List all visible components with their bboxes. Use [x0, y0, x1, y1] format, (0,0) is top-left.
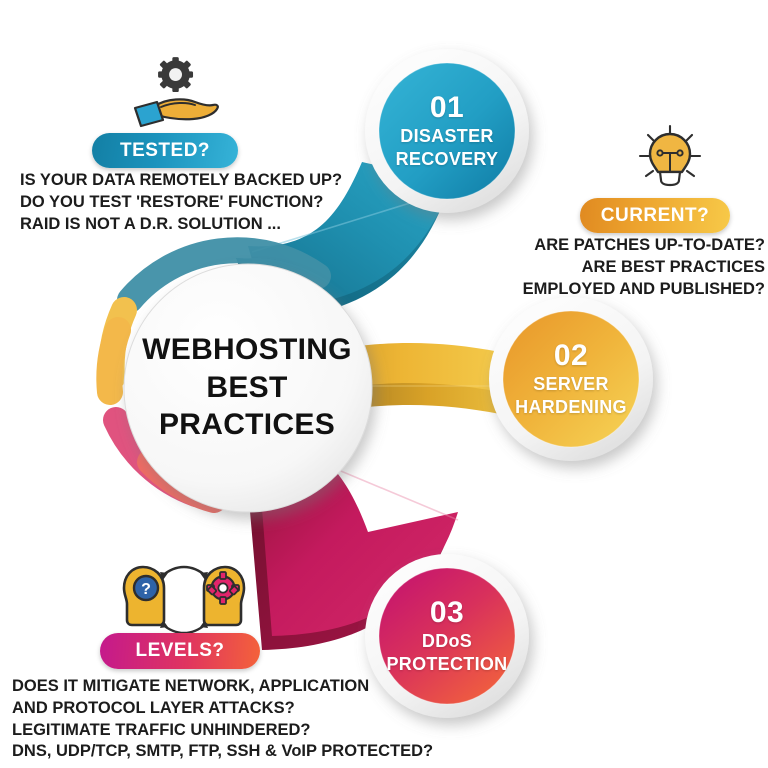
svg-text:?: ?: [141, 581, 151, 598]
arc-teal: [117, 237, 331, 313]
pill-levels[interactable]: LEVELS?: [100, 633, 260, 669]
center-node[interactable]: [123, 263, 373, 513]
node-circle-03[interactable]: [365, 554, 529, 718]
arc-yellow-2: [96, 317, 131, 405]
two-heads-exchange-icon: ?: [122, 565, 246, 635]
callout-body-tested: IS YOUR DATA REMOTELY BACKED UP? DO YOU …: [20, 171, 343, 233]
callout-body-levels: DOES IT MITIGATE NETWORK, APPLICATION AN…: [12, 677, 434, 761]
pill-current[interactable]: CURRENT?: [580, 198, 730, 233]
node-circle-02[interactable]: [489, 297, 653, 461]
hand-holding-gear-icon: [133, 57, 219, 128]
callout-body-current: ARE PATCHES UP-TO-DATE? ARE BEST PRACTIC…: [522, 236, 765, 298]
node-circle-01[interactable]: [365, 49, 529, 213]
pill-tested[interactable]: TESTED?: [92, 133, 238, 168]
lightbulb-icon: [638, 124, 702, 187]
